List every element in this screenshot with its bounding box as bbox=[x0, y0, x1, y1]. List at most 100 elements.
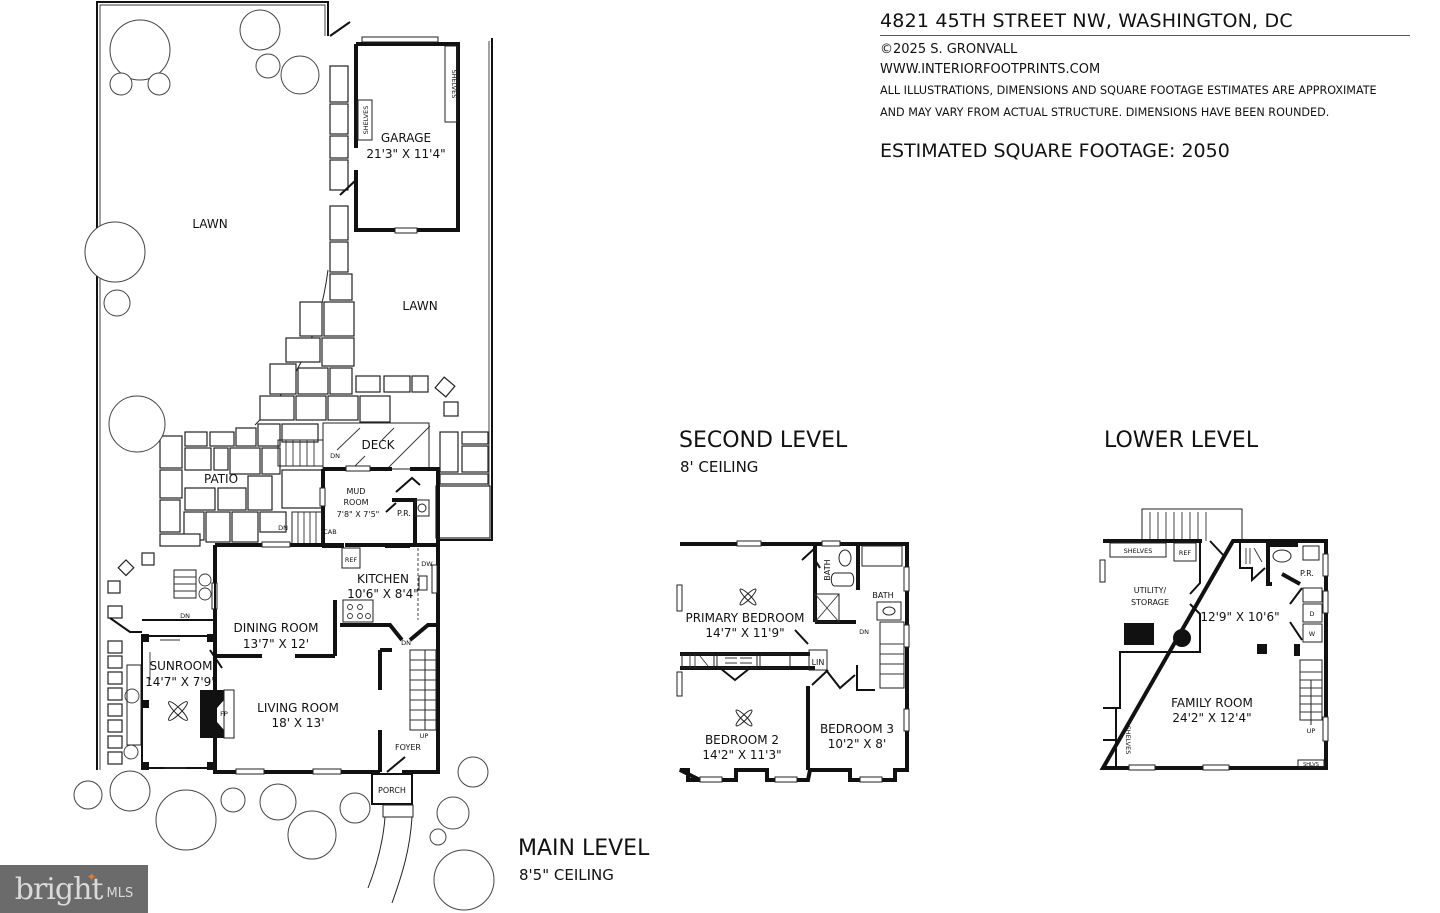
trees bbox=[73, 9, 495, 911]
utility-label-1: UTILITY/ bbox=[1134, 586, 1167, 595]
kitchen-label: KITCHEN bbox=[357, 572, 409, 586]
property-line bbox=[96, 1, 329, 770]
square-footage: ESTIMATED SQUARE FOOTAGE: 2050 bbox=[880, 140, 1230, 162]
dining-room-label: DINING ROOM bbox=[234, 621, 319, 635]
basement-stairs-dn: DN bbox=[401, 639, 411, 647]
garage-label: GARAGE bbox=[381, 131, 431, 145]
tree-icon bbox=[259, 783, 297, 821]
garage-dims: 21'3" X 11'4" bbox=[366, 147, 445, 161]
plan-header: 4821 45TH STREET NW, WASHINGTON, DC ©202… bbox=[880, 10, 1410, 162]
deck-label: DECK bbox=[361, 438, 395, 452]
water-heater-icon bbox=[1173, 629, 1191, 647]
garage: SHELVES SHELVES GARAGE 21'3" X 11'4" bbox=[329, 21, 460, 234]
lower-ref-label: REF bbox=[1179, 549, 1192, 557]
primary-bedroom-label: PRIMARY BEDROOM bbox=[685, 611, 804, 625]
mud-room-label-2: ROOM bbox=[343, 498, 368, 507]
lawn-left-label: LAWN bbox=[192, 217, 227, 231]
bedroom-3-label: BEDROOM 3 bbox=[820, 722, 894, 736]
foyer-label: FOYER bbox=[395, 743, 421, 752]
linen-label: LIN bbox=[812, 658, 825, 667]
shelves-label-a: SHELVES bbox=[362, 106, 370, 135]
bedroom-2-label: BEDROOM 2 bbox=[705, 733, 779, 747]
tree-icon bbox=[155, 789, 217, 851]
mudroom-stairs-dn: DN bbox=[278, 524, 288, 532]
tree-icon bbox=[280, 55, 320, 95]
bath-1-label: BATH bbox=[823, 559, 832, 580]
tree-icon bbox=[84, 221, 146, 283]
garden-stones bbox=[107, 552, 155, 765]
main-stairs-up: UP bbox=[420, 732, 429, 740]
shelves-left-label: SHELVES bbox=[1124, 726, 1132, 755]
furnace-icon bbox=[1124, 623, 1154, 645]
shelves-label-b: SHELVES bbox=[450, 70, 458, 99]
sunroom-label: SUNROOM bbox=[150, 659, 213, 673]
shrub-icon bbox=[255, 53, 281, 79]
family-room-dims: 24'2" X 12'4" bbox=[1172, 711, 1251, 725]
lower-powder-room-label: P.R. bbox=[1300, 569, 1314, 578]
tree-icon bbox=[287, 810, 337, 860]
property-address: 4821 45TH STREET NW, WASHINGTON, DC bbox=[880, 10, 1410, 36]
second-level-plan: BATH BATH DN LIN PRIMARY BEDROOM 14'7" X… bbox=[676, 540, 910, 783]
bedroom-2-dims: 14'2" X 11'3" bbox=[702, 748, 781, 762]
kitchen-dims: 10'6" X 8'4" bbox=[347, 587, 419, 601]
patio-stones bbox=[159, 423, 491, 547]
lower-stairs-up: UP bbox=[1307, 727, 1316, 735]
washer-label: W bbox=[1309, 630, 1316, 638]
main-level-title: MAIN LEVEL bbox=[518, 836, 650, 861]
house-walls: MUD ROOM 7'8" X 7'5" P.R. CAB DN REF bbox=[109, 465, 440, 904]
ref-label: REF bbox=[345, 556, 358, 564]
shrub-icon bbox=[123, 744, 139, 760]
support-post-icon bbox=[1257, 644, 1267, 654]
copyright-notice: ©2025 S. GRONVALL bbox=[880, 42, 1018, 57]
utility-label-2: STORAGE bbox=[1131, 598, 1169, 607]
tree-icon bbox=[109, 770, 151, 812]
dining-room-dims: 13'7" X 12' bbox=[243, 637, 309, 651]
lower-center-dims: 12'9" X 10'6" bbox=[1200, 610, 1279, 624]
shelves-top-label: SHELVES bbox=[1124, 547, 1153, 555]
bedroom-3-dims: 10'2" X 8' bbox=[828, 737, 887, 751]
lower-level-plan: SHELVES REF UTILITY/ STORAGE P.R. D W 12… bbox=[1099, 508, 1329, 771]
disclaimer-line-2: AND MAY VARY FROM ACTUAL STRUCTURE. DIME… bbox=[880, 106, 1330, 119]
powder-room-label: P.R. bbox=[397, 509, 411, 518]
stone-walkway bbox=[259, 65, 459, 423]
bright-mls-watermark: bright ✦ MLS bbox=[0, 865, 148, 913]
shelves-corner-label: SHLVS bbox=[1303, 762, 1319, 768]
second-stairs-dn: DN bbox=[859, 628, 869, 636]
lower-level-title: LOWER LEVEL bbox=[1104, 428, 1259, 453]
mud-room-label-1: MUD bbox=[347, 487, 366, 496]
ceiling-fan-icon bbox=[739, 588, 757, 606]
porch-label: PORCH bbox=[378, 786, 406, 795]
tree-icon bbox=[433, 849, 495, 911]
fireplace-label: FP bbox=[220, 710, 228, 718]
disclaimer-line-1: ALL ILLUSTRATIONS, DIMENSIONS AND SQUARE… bbox=[880, 84, 1377, 97]
tree-icon bbox=[108, 395, 166, 453]
mud-room-dims: 7'8" X 7'5" bbox=[337, 510, 380, 519]
shrub-icon bbox=[124, 688, 140, 704]
patio-label: PATIO bbox=[204, 472, 238, 486]
shrub-icon bbox=[109, 72, 133, 96]
shrub-icon bbox=[103, 289, 131, 317]
tree-icon bbox=[109, 19, 171, 81]
bath-2-label: BATH bbox=[872, 591, 893, 600]
watermark-brand: bright bbox=[14, 871, 104, 907]
website-link[interactable]: WWW.INTERIORFOOTPRINTS.COM bbox=[880, 62, 1101, 77]
watermark-spark-icon: ✦ bbox=[86, 870, 97, 884]
ceiling-fan-icon bbox=[168, 701, 188, 721]
shrub-icon bbox=[457, 756, 489, 788]
main-level-plan: SHELVES SHELVES GARAGE 21'3" X 11'4" LAW… bbox=[73, 1, 495, 911]
lawn-right-label: LAWN bbox=[402, 299, 437, 313]
shrub-icon bbox=[147, 72, 171, 96]
dryer-label: D bbox=[1309, 610, 1314, 618]
cab-label: CAB bbox=[323, 528, 336, 536]
sunroom-stairs-dn: DN bbox=[180, 612, 190, 620]
shrub-icon bbox=[429, 828, 447, 846]
dw-label: DW bbox=[421, 560, 433, 568]
living-room-dims: 18' X 13' bbox=[272, 716, 325, 730]
shrub-icon bbox=[436, 796, 470, 830]
primary-bedroom-dims: 14'7" X 11'9" bbox=[705, 626, 784, 640]
family-room-label: FAMILY ROOM bbox=[1171, 696, 1253, 710]
ceiling-fan-icon bbox=[735, 709, 753, 727]
shrub-icon bbox=[73, 780, 103, 810]
watermark-suffix: MLS bbox=[106, 885, 134, 901]
